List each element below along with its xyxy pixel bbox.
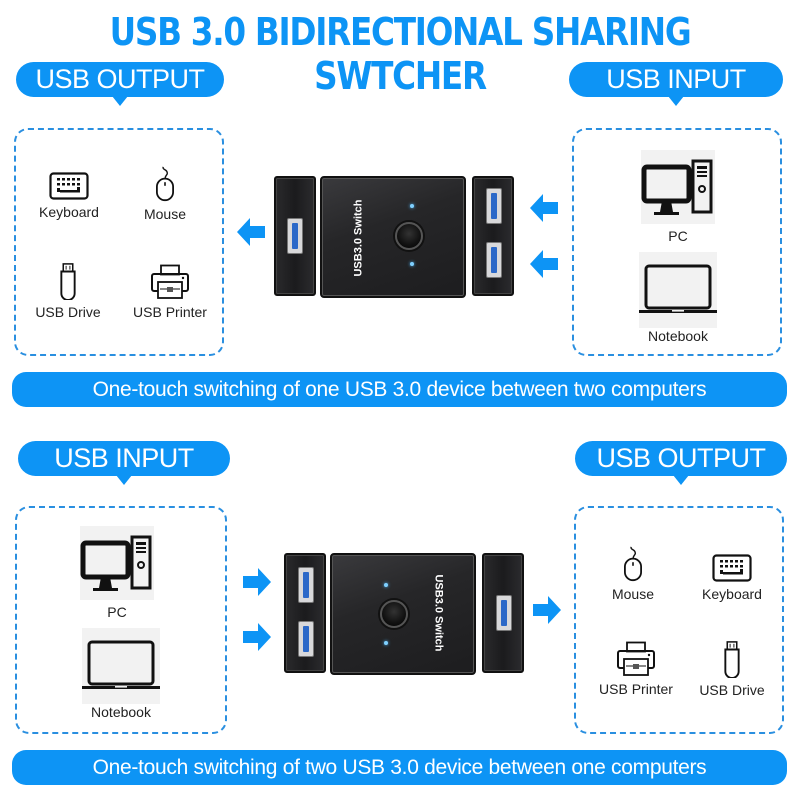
output-devices-box: Mouse Keyboard USB Printer USB Drive xyxy=(574,506,784,734)
desktop-pc-icon xyxy=(641,150,715,224)
device-label: Keyboard xyxy=(702,586,762,602)
page-title: USB 3.0 BIDIRECTIONAL SHARING SWTCHER xyxy=(109,10,692,98)
device-label: Notebook xyxy=(648,328,708,344)
usb-port xyxy=(486,188,502,224)
input-port-block xyxy=(472,176,514,296)
switch-label: USB3.0 Switch xyxy=(352,199,365,277)
keyboard-icon xyxy=(712,554,752,582)
device-label: USB Drive xyxy=(699,682,765,698)
usb-drive-icon xyxy=(58,262,78,300)
usb-drive-icon xyxy=(722,640,742,678)
laptop-icon xyxy=(82,628,160,704)
usb-port xyxy=(298,621,314,657)
usb-output-bubble: USB OUTPUT xyxy=(575,441,787,485)
usb-input-bubble: USB INPUT xyxy=(569,62,783,106)
device-mouse: Mouse xyxy=(583,546,683,602)
device-label: PC xyxy=(107,604,127,620)
usb-port xyxy=(486,242,502,278)
bubble-tail xyxy=(116,475,132,485)
device-label: Mouse xyxy=(143,206,187,222)
usb-input-bubble: USB INPUT xyxy=(18,441,230,485)
output-port-block xyxy=(482,553,524,673)
desktop-pc-icon xyxy=(80,526,154,600)
bottom-feature-banner: One-touch switching of two USB 3.0 devic… xyxy=(12,750,787,785)
device-pc: PC xyxy=(628,150,728,244)
switch-label: USB3.0 Switch xyxy=(432,574,445,652)
device-notebook: Notebook xyxy=(71,628,171,720)
led-indicator xyxy=(384,641,388,645)
arrow-left-icon xyxy=(530,192,558,224)
usb-port xyxy=(496,595,512,631)
bubble-label: USB INPUT xyxy=(54,443,194,473)
switch-button[interactable] xyxy=(395,222,423,250)
switch-body: USB3.0 Switch xyxy=(330,553,476,675)
device-keyboard: Keyboard xyxy=(19,172,119,220)
led-indicator xyxy=(410,262,414,266)
input-computers-box: PC Notebook xyxy=(15,506,227,734)
laptop-icon xyxy=(639,252,717,328)
keyboard-icon xyxy=(49,172,89,200)
device-label: USB Printer xyxy=(599,681,673,697)
device-label: PC xyxy=(668,228,688,244)
device-pc: PC xyxy=(67,526,167,620)
bubble-tail xyxy=(112,96,128,106)
bubble-tail xyxy=(668,96,684,106)
led-indicator xyxy=(384,583,388,587)
output-devices-box: Keyboard Mouse USB Drive USB Printer xyxy=(14,128,224,356)
usb-output-bubble: USB OUTPUT xyxy=(16,62,224,106)
usb-port xyxy=(287,218,303,254)
output-port-block xyxy=(274,176,316,296)
usb-switch-device: USB3.0 Switch xyxy=(274,176,514,298)
top-feature-banner: One-touch switching of one USB 3.0 devic… xyxy=(12,372,787,407)
bubble-label: USB OUTPUT xyxy=(596,443,766,473)
led-indicator xyxy=(410,204,414,208)
device-label: USB Printer xyxy=(133,304,207,320)
device-usb-drive: USB Drive xyxy=(18,262,118,320)
device-mouse: Mouse xyxy=(115,166,215,222)
input-port-block xyxy=(284,553,326,673)
arrow-right-icon xyxy=(243,566,271,598)
switch-button[interactable] xyxy=(380,600,408,628)
printer-icon xyxy=(616,641,656,677)
device-label: USB Drive xyxy=(35,304,101,320)
arrow-left-icon xyxy=(530,248,558,280)
switch-body: USB3.0 Switch xyxy=(320,176,466,298)
device-notebook: Notebook xyxy=(628,252,728,344)
usb-port xyxy=(298,567,314,603)
mouse-icon xyxy=(621,546,645,582)
arrow-right-icon xyxy=(243,621,271,653)
device-label: Mouse xyxy=(611,586,655,602)
arrow-right-icon xyxy=(533,594,561,626)
bubble-label: USB OUTPUT xyxy=(35,64,205,94)
input-computers-box: PC Notebook xyxy=(572,128,782,356)
printer-icon xyxy=(150,264,190,300)
device-label: Keyboard xyxy=(39,204,99,220)
device-label: Notebook xyxy=(91,704,151,720)
device-usb-printer: USB Printer xyxy=(120,264,220,320)
device-usb-drive: USB Drive xyxy=(682,640,782,698)
bubble-tail xyxy=(673,475,689,485)
usb-switch-device: USB3.0 Switch xyxy=(284,553,524,675)
bubble-label: USB INPUT xyxy=(606,64,746,94)
arrow-left-icon xyxy=(237,216,265,248)
device-keyboard: Keyboard xyxy=(682,554,782,602)
device-usb-printer: USB Printer xyxy=(586,641,686,697)
mouse-icon xyxy=(153,166,177,202)
